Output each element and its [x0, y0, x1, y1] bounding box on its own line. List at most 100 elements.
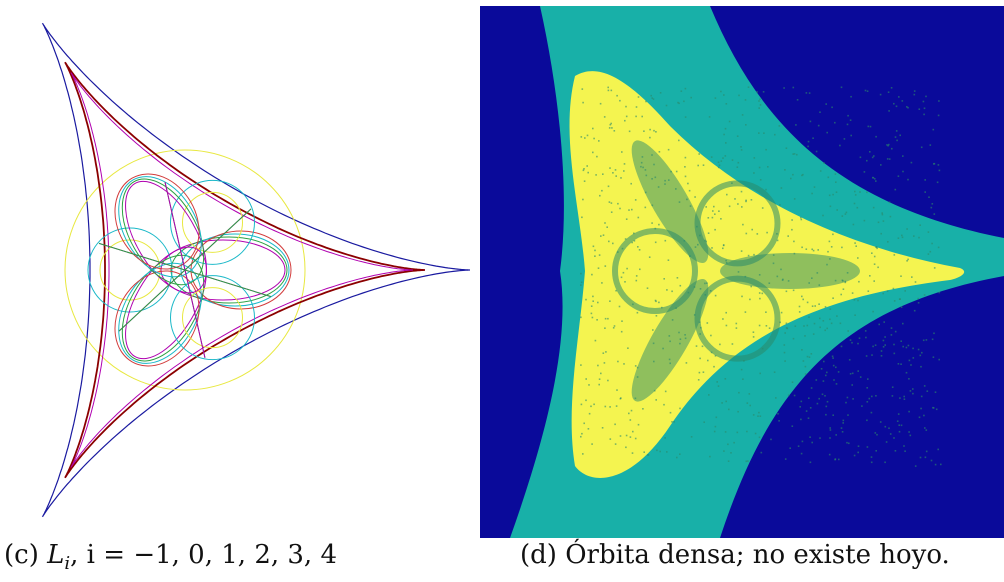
orbit-speckle	[880, 355, 883, 357]
petal-curve	[118, 262, 202, 364]
orbit-speckle	[801, 174, 803, 177]
petal-curve	[125, 246, 207, 360]
orbit-speckle	[812, 137, 814, 139]
orbit-speckle	[803, 325, 805, 327]
orbit-speckle	[840, 427, 843, 429]
orbit-speckle	[621, 320, 623, 322]
orbit-speckle	[714, 213, 716, 215]
orbit-speckle	[816, 402, 819, 405]
orbit-speckle	[758, 166, 761, 169]
orbit-speckle	[898, 96, 900, 98]
orbit-speckle	[737, 271, 740, 273]
orbit-speckle	[841, 279, 844, 282]
orbit-speckle	[869, 125, 872, 128]
orbit-speckle	[835, 366, 837, 369]
outer-deltoid-curve	[41, 22, 470, 518]
orbit-speckle	[676, 277, 679, 279]
orbit-speckle	[740, 250, 743, 252]
orbit-speckle	[784, 169, 786, 171]
orbit-speckle	[835, 434, 837, 436]
orbit-speckle	[937, 164, 940, 166]
orbit-speckle	[585, 298, 587, 301]
orbit-speckle	[763, 132, 765, 134]
orbit-speckle	[749, 298, 751, 301]
orbit-speckle	[934, 463, 937, 466]
orbit-speckle	[745, 460, 748, 463]
orbit-speckle	[600, 372, 602, 375]
orbit-speckle	[628, 130, 631, 133]
orbit-speckle	[846, 396, 849, 399]
orbit-image	[480, 6, 1004, 538]
orbit-speckle	[908, 431, 910, 433]
orbit-speckle	[867, 290, 870, 292]
inner-deltoid-magenta	[70, 72, 413, 468]
orbit-speckle	[662, 347, 664, 350]
orbit-speckle	[772, 262, 775, 265]
orbit-speckle	[622, 271, 625, 274]
orbit-speckle	[853, 202, 856, 205]
orbit-speckle	[897, 363, 900, 365]
orbit-speckle	[683, 100, 685, 103]
orbit-speckle	[601, 282, 603, 284]
orbit-speckle	[780, 187, 783, 189]
orbit-speckle	[866, 401, 869, 403]
orbit-speckle	[804, 335, 806, 337]
orbit-speckle	[892, 287, 895, 290]
orbit-speckle	[740, 146, 742, 148]
orbit-speckle	[910, 161, 913, 164]
orbit-speckle	[847, 114, 849, 117]
orbit-speckle	[724, 127, 727, 130]
orbit-speckle	[850, 95, 852, 98]
orbit-speckle	[615, 175, 617, 177]
orbit-speckle	[869, 151, 871, 153]
orbit-speckle	[656, 449, 658, 452]
orbit-speckle	[844, 213, 847, 215]
orbit-speckle	[825, 413, 827, 416]
orbit-speckle	[666, 451, 668, 453]
orbit-speckle	[688, 189, 691, 192]
orbit-speckle	[619, 397, 622, 400]
orbit-speckle	[699, 288, 702, 290]
orbit-speckle	[859, 191, 861, 193]
orbit-speckle	[633, 232, 635, 235]
orbit-speckle	[759, 98, 761, 100]
orbit-speckle	[588, 384, 590, 386]
orbit-speckle	[637, 96, 640, 98]
orbit-speckle	[615, 405, 618, 407]
orbit-speckle	[828, 453, 831, 456]
orbit-speckle	[760, 451, 763, 454]
orbit-speckle	[671, 290, 673, 293]
orbit-speckle	[713, 205, 715, 208]
orbit-speckle	[791, 381, 794, 383]
orbit-speckle	[792, 289, 795, 292]
orbit-speckle	[756, 233, 759, 235]
orbit-speckle	[633, 240, 636, 242]
orbit-speckle	[829, 429, 832, 431]
orbit-speckle	[740, 368, 743, 371]
orbit-speckle	[842, 288, 845, 290]
orbit-speckle	[905, 371, 908, 374]
petal-curve	[121, 254, 205, 362]
orbit-speckle	[742, 378, 744, 380]
caption-c-label: (c)	[4, 540, 39, 570]
orbit-speckle	[715, 416, 718, 419]
orbit-speckle	[670, 170, 672, 173]
orbit-speckle	[583, 168, 585, 170]
orbit-speckle	[900, 424, 903, 427]
orbit-speckle	[909, 434, 912, 437]
orbit-speckle	[829, 318, 831, 321]
orbit-speckle	[866, 419, 868, 422]
orbit-speckle	[585, 399, 587, 402]
orbit-speckle	[849, 339, 852, 341]
orbit-speckle	[793, 394, 796, 397]
orbit-speckle	[865, 355, 868, 357]
orbit-speckle	[669, 362, 671, 365]
orbit-speckle	[609, 123, 612, 126]
orbit-speckle	[932, 406, 934, 409]
orbit-speckle	[587, 428, 590, 430]
orbit-speckle	[635, 279, 638, 282]
orbit-speckle	[834, 458, 837, 460]
orbit-speckle	[609, 438, 612, 440]
lobe-circle-cyan	[170, 179, 255, 265]
orbit-speckle	[809, 407, 812, 409]
